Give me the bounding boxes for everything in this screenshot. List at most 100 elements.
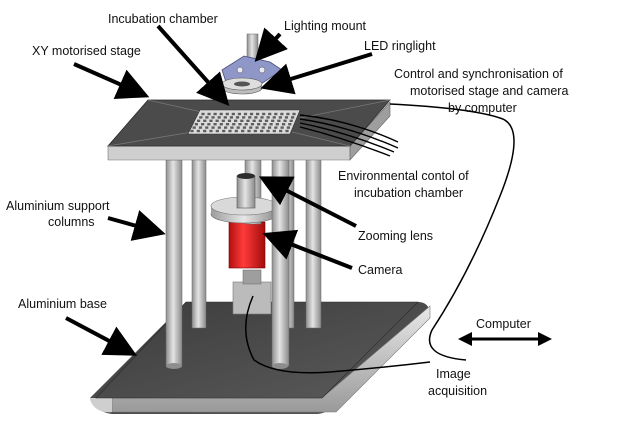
- well: [215, 119, 219, 122]
- well: [249, 112, 254, 116]
- well: [240, 119, 244, 122]
- arrow-support-columns: [107, 210, 166, 241]
- label-lighting-mount: Lighting mount: [284, 19, 367, 33]
- well: [234, 119, 238, 122]
- well: [237, 112, 241, 116]
- well: [261, 126, 265, 129]
- label-incubation-chamber: Incubation chamber: [108, 12, 218, 26]
- well: [271, 119, 275, 122]
- well: [284, 116, 289, 119]
- well: [243, 112, 248, 116]
- well: [254, 116, 258, 119]
- arrow-aluminium-base: [65, 316, 138, 356]
- well: [260, 129, 264, 133]
- well: [219, 112, 223, 116]
- well: [201, 123, 205, 126]
- well: [225, 123, 230, 126]
- arrow-incubation-chamber: [156, 24, 230, 106]
- label-xy-stage: XY motorised stage: [32, 44, 141, 58]
- label-support-columns-line1: Aluminium support: [6, 199, 110, 213]
- label-aluminium-base: Aluminium base: [18, 297, 107, 311]
- well: [194, 123, 198, 126]
- well: [289, 119, 293, 122]
- arrow-lighting-mount: [254, 27, 288, 62]
- well: [207, 123, 211, 126]
- well: [225, 112, 229, 116]
- well: [272, 129, 276, 133]
- pointer-arrows: [65, 24, 373, 356]
- well: [213, 123, 217, 126]
- well: [256, 112, 260, 116]
- label-control-sync-line1: Control and synchronisation of: [394, 67, 563, 81]
- well: [230, 126, 234, 129]
- well: [286, 112, 290, 116]
- well: [258, 119, 262, 122]
- well: [205, 116, 209, 119]
- well: [213, 112, 217, 116]
- well: [288, 123, 292, 126]
- well: [268, 112, 272, 116]
- well: [266, 129, 270, 133]
- well: [227, 119, 232, 122]
- well: [223, 116, 227, 119]
- well: [201, 112, 205, 116]
- label-image-acquisition-line1: Image: [436, 367, 471, 381]
- well: [211, 126, 215, 129]
- well: [250, 123, 255, 126]
- well: [244, 123, 248, 126]
- well: [280, 112, 284, 116]
- well: [274, 112, 278, 116]
- well: [197, 119, 201, 122]
- well: [283, 119, 287, 122]
- well: [234, 129, 238, 133]
- computer-cable: [245, 103, 515, 374]
- well-grid: [190, 112, 296, 133]
- well: [198, 126, 203, 129]
- well: [272, 116, 276, 119]
- support-columns-front: [165, 159, 290, 369]
- well: [235, 116, 240, 119]
- label-support-columns-line2: columns: [48, 215, 95, 229]
- label-env-control-line1: Environmental contol of: [338, 169, 469, 183]
- well: [286, 126, 290, 129]
- well: [196, 129, 200, 133]
- well: [279, 129, 283, 133]
- well: [278, 116, 282, 119]
- label-image-acquisition-line2: acquisition: [428, 384, 487, 398]
- arrow-xy-stage: [73, 62, 150, 99]
- well: [253, 129, 257, 133]
- well: [262, 112, 266, 116]
- well: [274, 126, 278, 129]
- well: [267, 126, 272, 129]
- arrow-camera: [262, 229, 353, 270]
- well: [257, 123, 261, 126]
- well: [228, 129, 232, 133]
- well: [275, 123, 279, 126]
- well: [238, 123, 242, 126]
- label-zooming-lens: Zooming lens: [358, 229, 433, 243]
- well: [280, 126, 284, 129]
- well: [209, 119, 213, 122]
- well: [215, 129, 219, 133]
- well: [190, 129, 194, 133]
- well: [291, 116, 295, 119]
- well: [255, 126, 259, 129]
- well: [209, 129, 213, 133]
- well: [217, 116, 221, 119]
- well: [236, 126, 240, 129]
- xy-motorised-stage: [107, 99, 391, 161]
- well: [232, 123, 236, 126]
- well: [224, 126, 228, 129]
- label-control-sync-line2: motorised stage and camera: [410, 84, 568, 98]
- well: [203, 119, 207, 122]
- well: [231, 112, 235, 116]
- well: [222, 129, 226, 133]
- computer-double-arrow: [458, 332, 552, 346]
- label-led-ringlight: LED ringlight: [364, 39, 436, 53]
- well-plate: [187, 109, 301, 135]
- well: [260, 116, 264, 119]
- environment-cables: [299, 114, 399, 157]
- camera-body: [228, 221, 266, 269]
- well: [264, 119, 269, 122]
